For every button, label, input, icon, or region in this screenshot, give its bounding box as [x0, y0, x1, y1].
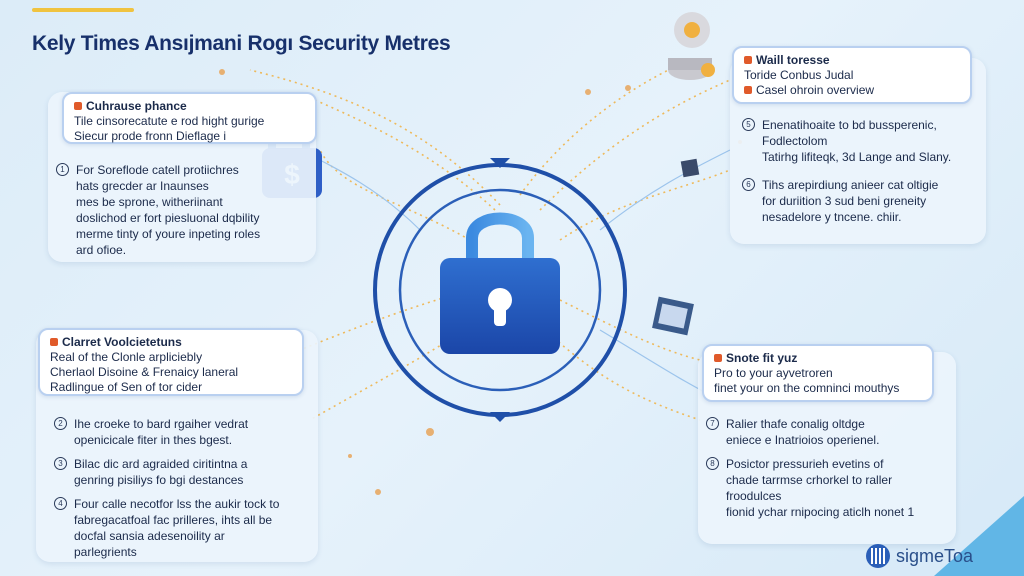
number-badge: 5: [742, 118, 755, 131]
card-chip-icon: [680, 158, 700, 178]
number-badge: 1: [56, 163, 69, 176]
corner-accent: [934, 496, 1024, 576]
card4-item: 8 Posictor pressurieh evetins of chade t…: [706, 456, 946, 520]
tag-icon: [50, 338, 58, 346]
card4-line: finet your on the comninci mouthys: [714, 381, 900, 395]
connection-lines: [249, 59, 731, 421]
page-title: Kely Times Ansıjmani Rogı Security Metre…: [32, 32, 451, 55]
decor-dots: [219, 69, 742, 495]
card2-item: 4 Four calle necotfor lss the aukir tock…: [54, 496, 314, 560]
card3-line: Toride Conbus Judal: [744, 68, 854, 82]
number-badge: 3: [54, 457, 67, 470]
number-badge: 2: [54, 417, 67, 430]
card3-item: 5 Enenatihoaite to bd bussperenic, Fodle…: [742, 117, 982, 165]
tag-icon: [74, 102, 82, 110]
card2-line: Real of the Clonle arpliciebly: [50, 350, 203, 364]
card2-line: Radlingue of Sen of tor cider: [50, 380, 203, 394]
card4-line: Pro to your ayvetroren: [714, 366, 833, 380]
brand-name: sigmeToa: [896, 545, 974, 566]
card3-item: 6 Tihs arepirdiung anieer cat oltigie fo…: [742, 177, 982, 225]
card1-line: Siecur prode fronn Dieflage i: [74, 129, 227, 143]
card4-heading-box: Snote fit yuz Pro to your ayvetroren fin…: [702, 344, 934, 402]
number-badge: 8: [706, 457, 719, 470]
card3-heading: Waill toresse: [744, 53, 960, 67]
coin-stack-icon: [668, 12, 715, 80]
link-top: [519, 59, 691, 196]
number-badge: 4: [54, 497, 67, 510]
padlock-icon: [440, 212, 560, 354]
card2-heading-box: Clarret Voolcietetuns Real of the Clonle…: [38, 328, 304, 396]
card3-line: Casel ohroin overview: [744, 83, 960, 98]
link-card3: [539, 79, 731, 211]
card2-item: 2 Ihe croeke to bard rgaiher vedrat open…: [54, 416, 314, 448]
brand-mark-icon: [866, 544, 890, 568]
brand-logo: sigmeToa: [866, 544, 973, 568]
card4-item: 7 Ralier thafe conalig oltdge eniece e I…: [706, 416, 946, 448]
card2-line: Cherlaol Disoine & Frenaicy laneral: [50, 365, 239, 379]
card1-item: 1 For Soreflode catell protiichres hats …: [56, 162, 306, 258]
card1-heading: Cuhrause phance: [74, 99, 305, 113]
card1-heading-box: Cuhrause phance Tile cinsorecatute e rod…: [62, 92, 317, 144]
ring-arrow-bottom: [490, 412, 510, 422]
card4-heading: Snote fit yuz: [714, 351, 922, 365]
link-card3-b: [559, 169, 731, 241]
title-accent-bar: [32, 8, 134, 12]
card2-item: 3 Bilac dic ard agraided ciritintna a ge…: [54, 456, 314, 488]
link-card1: [314, 99, 496, 211]
card1-line: Tile cinsorecatute e rod hight gurige: [74, 114, 265, 128]
calendar-icon: [652, 296, 694, 336]
number-badge: 7: [706, 417, 719, 430]
ring-arrow-top: [490, 158, 510, 168]
tag-icon: [744, 86, 752, 94]
tag-icon: [744, 56, 752, 64]
tag-icon: [714, 354, 722, 362]
link-left-top: [249, 69, 501, 206]
inner-ring: [398, 188, 602, 392]
number-badge: 6: [742, 178, 755, 191]
card2-heading: Clarret Voolcietetuns: [50, 335, 292, 349]
card3-heading-box: Waill toresse Toride Conbus Judal Casel …: [732, 46, 972, 104]
link-card1-b: [319, 149, 471, 241]
link-card4: [559, 299, 701, 361]
link-card4-b: [544, 329, 701, 421]
